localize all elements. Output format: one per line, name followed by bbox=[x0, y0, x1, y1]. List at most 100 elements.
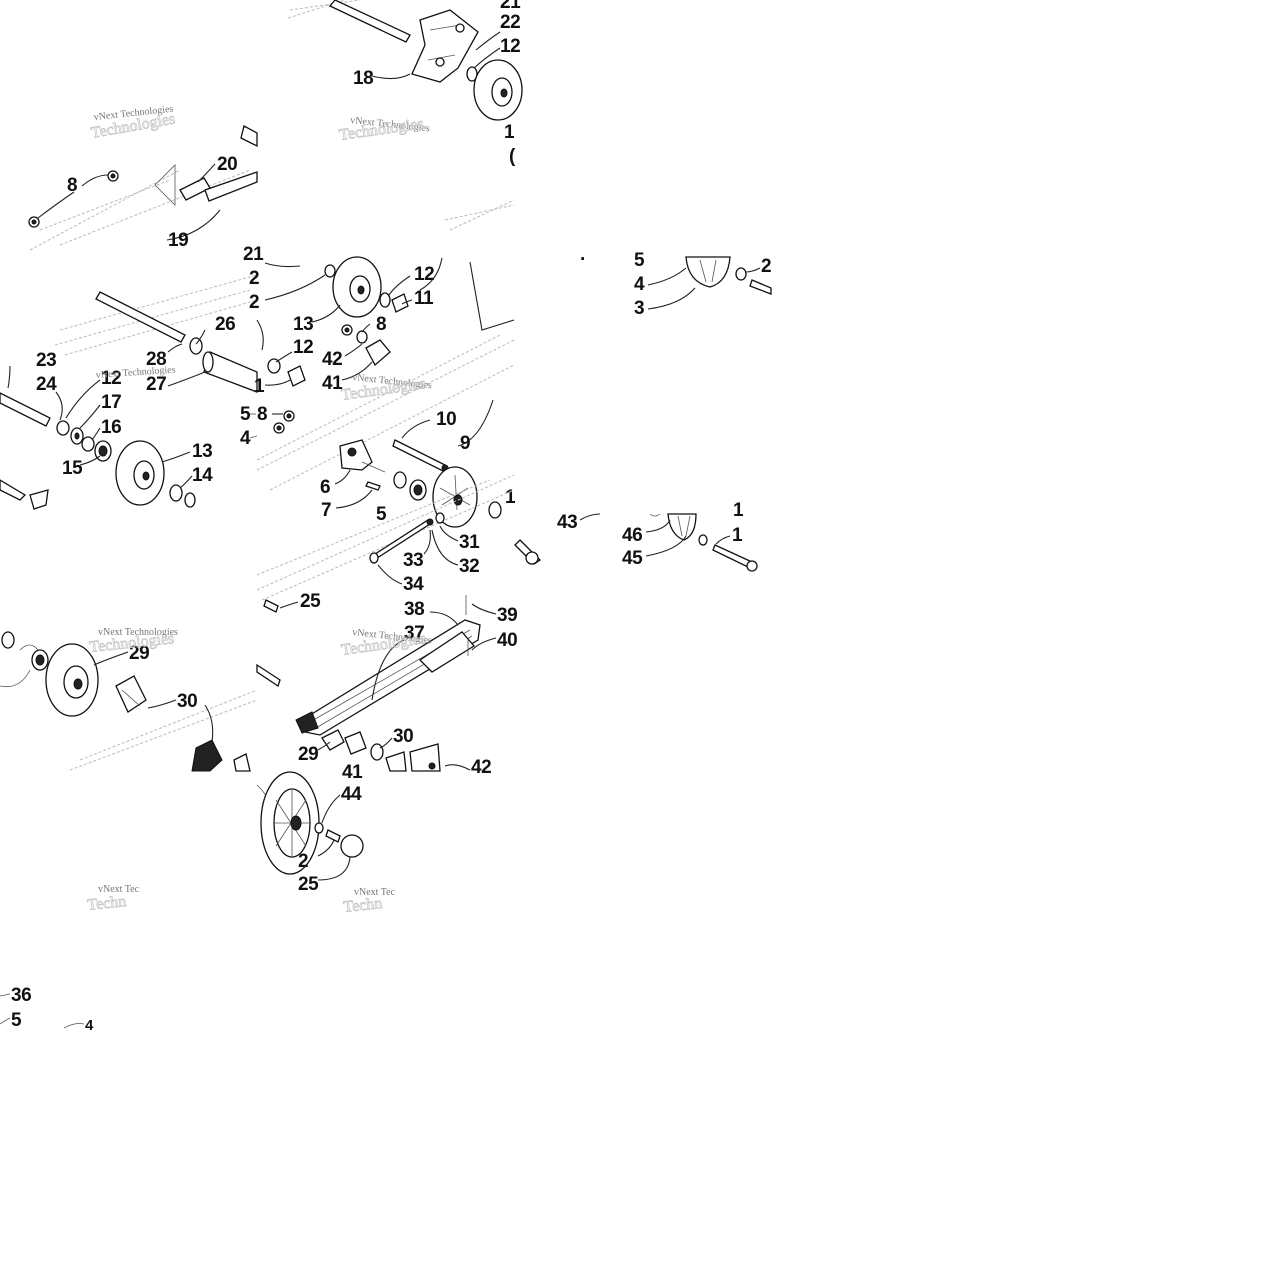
tile-r2c2: 43 1 46 45 1 bbox=[514, 500, 758, 572]
idler-wheel bbox=[260, 771, 320, 875]
callout-42: 30 bbox=[393, 726, 413, 747]
axle-shaft bbox=[95, 291, 186, 343]
mount-block bbox=[409, 743, 441, 772]
spacer bbox=[169, 484, 183, 502]
callout-1: 1 bbox=[504, 122, 515, 143]
bolt bbox=[749, 279, 772, 295]
callout-41: 41 bbox=[322, 373, 343, 394]
callout-41: 29 bbox=[298, 744, 318, 765]
callout-35: 4 bbox=[85, 1017, 94, 1034]
watermark: vNext Tec Techn bbox=[86, 884, 140, 914]
callout-20: 20 bbox=[217, 154, 237, 175]
snap-ring bbox=[1, 631, 15, 649]
callout-4: 4 bbox=[634, 274, 645, 295]
callout-28: 28 bbox=[146, 349, 166, 370]
bracket bbox=[321, 729, 345, 751]
callout-1: 1 bbox=[732, 525, 743, 546]
bolt bbox=[514, 539, 542, 565]
callout-43: 43 bbox=[557, 512, 577, 533]
callout-27: 27 bbox=[146, 374, 166, 395]
idler-wheel bbox=[685, 256, 731, 288]
watermark-text: Techn bbox=[343, 895, 383, 916]
callout-32: 32 bbox=[459, 556, 479, 577]
callout-fragment: . bbox=[580, 244, 585, 265]
bolt bbox=[325, 829, 341, 843]
tile-r1c1: 21 2 2 12 11 13 8 42 41 12 1 5 8 4 bbox=[240, 244, 517, 528]
snap-ring bbox=[393, 471, 407, 489]
washer bbox=[735, 267, 747, 281]
callout-8: 8 bbox=[257, 404, 267, 425]
callout-19: 19 bbox=[168, 230, 188, 251]
washer bbox=[184, 492, 196, 508]
snap-ring bbox=[81, 436, 95, 452]
callout-13: 13 bbox=[293, 314, 313, 335]
callout-13: 13 bbox=[192, 441, 212, 462]
callout-44: 42 bbox=[471, 757, 491, 778]
callout-8: 8 bbox=[376, 314, 386, 335]
callout-21: 21 bbox=[243, 244, 264, 265]
pivot-bracket bbox=[339, 439, 386, 473]
bolt bbox=[263, 599, 279, 613]
callout-1: 1 bbox=[733, 500, 744, 521]
nut bbox=[28, 216, 40, 228]
tile-r3c1: 44 2 25 vNext Tec Techn bbox=[256, 771, 396, 916]
callout-31: 31 bbox=[459, 532, 480, 553]
callout-1: 1 bbox=[505, 487, 516, 508]
watermark: vNext Tec Techn bbox=[342, 887, 396, 916]
bearing bbox=[94, 440, 112, 462]
tile-r2c0: 29 29 30 vNext Technologies Technologies bbox=[0, 627, 258, 772]
callout-46: 46 bbox=[622, 525, 642, 546]
callout-18: 18 bbox=[353, 68, 373, 89]
washer bbox=[314, 822, 324, 834]
idler-wheel bbox=[332, 256, 382, 318]
callout-12: 12 bbox=[414, 264, 434, 285]
callout-34: 34 bbox=[403, 574, 424, 595]
idler-wheel bbox=[115, 440, 165, 506]
tile-r0c1: 18 21 22 12 1 ( vNext Technologies Techn… bbox=[287, 0, 523, 231]
callout-10: 10 bbox=[436, 409, 456, 430]
washer bbox=[56, 420, 70, 436]
callout-26: 26 bbox=[215, 314, 235, 335]
spacer bbox=[287, 365, 306, 387]
callout-5: 5 bbox=[634, 250, 645, 271]
callout-14: 14 bbox=[192, 465, 213, 486]
watermark: vNext Technologies Technologies bbox=[340, 372, 433, 404]
bearing bbox=[70, 427, 84, 445]
callout-17: 17 bbox=[101, 392, 121, 413]
callout-45: 45 bbox=[622, 548, 643, 569]
axle-shaft bbox=[328, 0, 411, 43]
callout-2: 44 bbox=[341, 784, 362, 805]
callout-3: 3 bbox=[634, 298, 644, 319]
axle-shaft bbox=[0, 392, 51, 427]
washer bbox=[356, 330, 368, 344]
callout-35: 41 bbox=[342, 762, 363, 783]
callout-29: 29 bbox=[129, 643, 149, 664]
idler-wheel bbox=[667, 513, 697, 541]
callout-5: 36 bbox=[11, 985, 31, 1006]
tile-r1c2: . 5 4 2 3 bbox=[580, 244, 772, 319]
bracket bbox=[365, 339, 391, 367]
watermark-text: vNext Tec bbox=[354, 887, 396, 898]
watermark-text: vNext Technologies bbox=[98, 627, 178, 638]
watermark: vNext Technologies Technologies bbox=[338, 115, 431, 144]
hub bbox=[115, 675, 147, 713]
watermark-text: vNext Tec bbox=[98, 884, 140, 895]
nut bbox=[283, 410, 295, 422]
bearing bbox=[31, 649, 49, 671]
callout-38: 38 bbox=[404, 599, 424, 620]
washer bbox=[189, 337, 203, 355]
sprocket bbox=[191, 739, 223, 772]
callout-4: 5 bbox=[11, 1010, 22, 1031]
callout-15: 15 bbox=[62, 458, 83, 479]
callout-1: 1 bbox=[254, 376, 265, 397]
swing-arm-bracket bbox=[411, 9, 479, 83]
callout-7: 7 bbox=[321, 500, 331, 521]
callout-33: 33 bbox=[403, 550, 423, 571]
nut bbox=[107, 170, 119, 182]
tile-r1c0: 26 28 27 23 24 12 17 16 15 13 14 bbox=[0, 274, 258, 510]
nut bbox=[273, 422, 285, 434]
bolt bbox=[712, 544, 758, 572]
callout-5: 5 bbox=[240, 404, 251, 425]
callout-12: 12 bbox=[101, 368, 121, 389]
callout-22: 22 bbox=[500, 12, 520, 33]
